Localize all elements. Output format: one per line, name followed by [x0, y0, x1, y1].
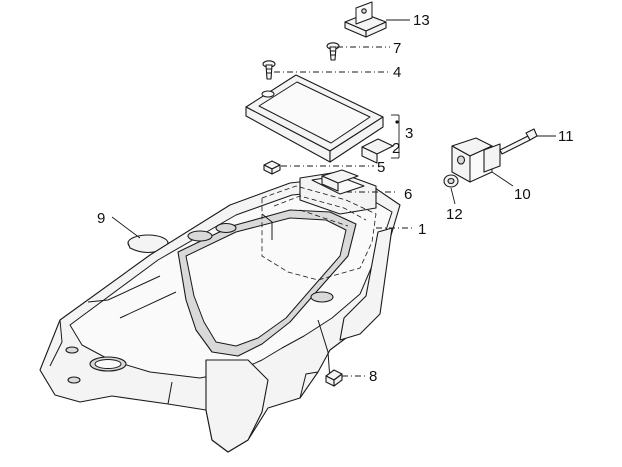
part-12-nut — [443, 174, 459, 188]
callout-1: 1 — [418, 221, 426, 238]
part-13-bracket-clip — [344, 1, 387, 38]
callout-2: 2 — [392, 140, 400, 157]
callout-8: 8 — [369, 368, 377, 385]
callout-6: 6 — [404, 186, 412, 203]
part-5-clip — [263, 160, 281, 175]
callout-12: 12 — [446, 206, 463, 223]
part-3-battery-cover — [245, 74, 384, 163]
callout-5: 5 — [377, 159, 385, 176]
callout-9: 9 — [97, 210, 105, 227]
callout-7: 7 — [393, 40, 401, 57]
callout-3: 3 — [405, 125, 413, 142]
part-1-helmet-compartment — [39, 171, 401, 453]
part-4-screw — [262, 60, 276, 80]
part-11-bolt — [499, 128, 538, 155]
part-2-pad — [361, 138, 394, 164]
part-7-screw — [326, 42, 340, 61]
part-6-bracket — [321, 169, 359, 192]
callout-10: 10 — [514, 186, 531, 203]
leader-lines — [111, 19, 556, 377]
callout-11: 11 — [558, 128, 574, 145]
callout-labels: 13 7 4 3 2 5 6 1 9 8 11 10 12 — [97, 12, 574, 385]
callout-13: 13 — [413, 12, 430, 29]
callout-4: 4 — [393, 64, 401, 81]
part-10-bracket — [451, 137, 501, 183]
part-8-clip — [325, 369, 343, 387]
